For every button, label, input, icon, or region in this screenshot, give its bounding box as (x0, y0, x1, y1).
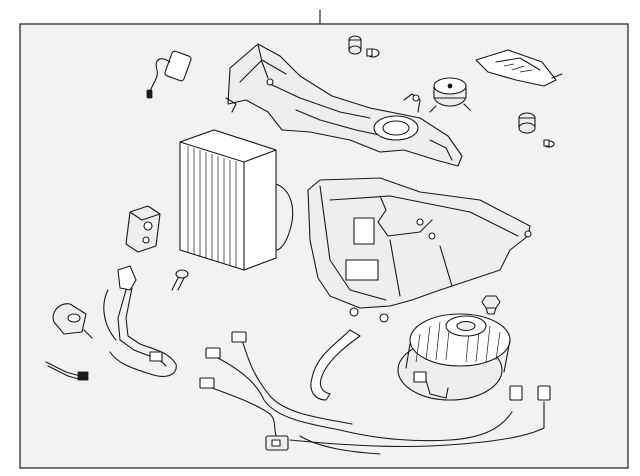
wiring-harness (199, 331, 551, 455)
blower-resistor (52, 303, 93, 339)
upper-duct-housing (225, 43, 463, 167)
mode-actuator (429, 77, 471, 113)
evaporator-case (307, 177, 532, 323)
mounting-screw (171, 269, 189, 291)
retaining-clip (481, 295, 501, 315)
temperature-sensor (146, 50, 192, 99)
drain-hose (310, 329, 361, 401)
expansion-valve (125, 205, 161, 253)
grommet-clips (348, 35, 380, 58)
gasket-seal (475, 49, 563, 87)
refrigerant-pipe-bracket (103, 265, 177, 377)
rubber-grommet (518, 112, 555, 148)
evaporator-core (179, 129, 294, 271)
pigtail-connector (45, 361, 89, 381)
blower-motor (397, 313, 511, 401)
